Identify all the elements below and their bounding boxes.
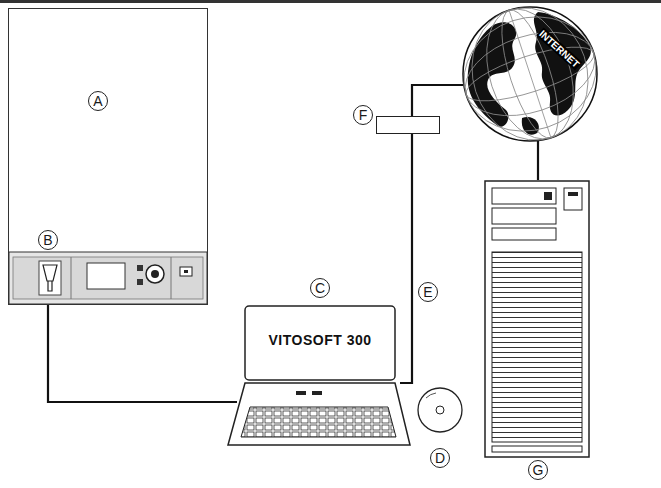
button (137, 265, 143, 271)
panel-divider (171, 257, 172, 299)
boiler-drawing (9, 9, 207, 304)
grid-lines (449, 0, 611, 155)
server-drawing (484, 180, 590, 458)
control-panel (9, 252, 207, 304)
keyboard-keys (241, 407, 396, 437)
control-knob (146, 265, 164, 283)
continent (534, 12, 591, 116)
screen (245, 306, 395, 380)
indicator (312, 391, 322, 395)
display (87, 263, 125, 289)
callout-letter: D (430, 448, 450, 468)
cable-line (537, 141, 539, 180)
panel-inset (13, 257, 203, 299)
indicator (296, 391, 306, 395)
knob-center (151, 270, 159, 278)
connector-plug (43, 265, 57, 291)
cd-hole (436, 406, 444, 414)
server-tower: G (484, 180, 590, 458)
drive-bay (492, 188, 556, 204)
cd-disc (418, 388, 462, 432)
globe-outline (463, 7, 597, 141)
drive-bay (492, 228, 556, 240)
callout-letter: E (418, 282, 438, 302)
callout-letter: G (528, 460, 548, 480)
drive-slot (544, 192, 552, 200)
switch-mark (184, 270, 188, 273)
top-rule (0, 0, 661, 3)
callout-letter: A (88, 91, 108, 111)
callout-letter: C (310, 278, 330, 298)
interface-box: F (376, 116, 440, 134)
drive-bay (492, 208, 556, 224)
switch (180, 267, 192, 276)
button (137, 279, 143, 285)
led (568, 192, 578, 196)
cd-shine (426, 393, 436, 398)
server-case (485, 181, 589, 457)
boiler-unit: A (8, 8, 208, 305)
laptop-computer: CVITOSOFT 300 (228, 305, 410, 448)
cable-line (48, 305, 237, 402)
continent (522, 117, 539, 135)
vent-grille (492, 252, 582, 442)
service-port (39, 261, 61, 295)
laptop-drawing (228, 305, 410, 448)
meridian (455, 0, 605, 155)
callout-letter: F (353, 105, 373, 125)
keyboard-base (228, 383, 410, 445)
globe-drawing (462, 6, 598, 142)
internet-globe: INTERNET (462, 6, 598, 142)
screen-title: VITOSOFT 300 (269, 332, 372, 348)
cable-line (412, 85, 463, 116)
panel-divider (71, 257, 72, 299)
cable-line (400, 134, 412, 383)
parallel (449, 0, 611, 148)
base (492, 446, 582, 452)
panel-switch (564, 188, 582, 210)
callout-letter: B (38, 230, 58, 250)
